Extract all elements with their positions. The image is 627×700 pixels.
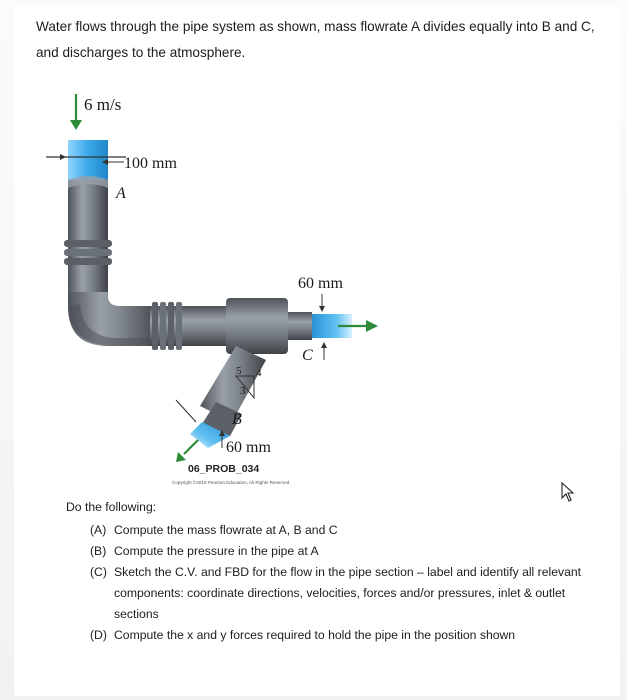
- task-text: Sketch the C.V. and FBD for the flow in …: [114, 565, 582, 621]
- task-marker: (B): [90, 544, 107, 558]
- figure-copyright: Copyright ©2018 Pearson Education, All R…: [172, 479, 291, 485]
- outlet-b-branch: [190, 346, 266, 448]
- point-a-label: A: [115, 185, 126, 202]
- diameter-b-arrow: [219, 430, 225, 448]
- task-list: (A) Compute the mass flowrate at A, B an…: [66, 520, 606, 646]
- task-text: Compute the mass flowrate at A, B and C: [114, 523, 338, 537]
- inlet-velocity-arrow: [70, 94, 82, 130]
- horizontal-coupling: [152, 302, 182, 350]
- inlet-velocity-label: 6 m/s: [84, 95, 121, 114]
- diameter-c-label: 60 mm: [298, 275, 343, 292]
- task-marker: (D): [90, 628, 107, 642]
- diameter-b-label: 60 mm: [226, 439, 271, 456]
- task-item-b: (B) Compute the pressure in the pipe at …: [66, 541, 606, 562]
- point-b-label: B: [232, 411, 242, 428]
- pipe-system-figure: 6 m/s 100 mm A 60 mm C: [46, 94, 378, 485]
- slope-5-label: 5: [236, 365, 242, 377]
- pipe-coupling: [64, 240, 112, 265]
- section-b-line: [175, 399, 197, 423]
- task-marker: (A): [90, 523, 107, 537]
- slope-4-label: 4: [256, 367, 262, 379]
- task-text: Compute the x and y forces required to h…: [114, 628, 516, 642]
- task-item-a: (A) Compute the mass flowrate at A, B an…: [66, 520, 606, 541]
- slope-3-label: 3: [240, 385, 246, 397]
- outlet-c-arrow: [338, 320, 378, 332]
- problem-statement: Water flows through the pipe system as s…: [36, 19, 595, 60]
- task-marker: (C): [90, 565, 107, 579]
- mouse-cursor-icon: [561, 482, 575, 502]
- section-c-arrow: [321, 342, 327, 360]
- tee-fitting: [226, 298, 288, 354]
- task-heading: Do the following:: [66, 500, 157, 514]
- task-text: Compute the pressure in the pipe at A: [114, 544, 319, 558]
- outlet-c-pipe: [288, 312, 312, 340]
- task-item-c: (C) Sketch the C.V. and FBD for the flow…: [66, 562, 606, 625]
- diameter-c-arrow: [319, 294, 325, 312]
- outlet-b-arrow: [176, 439, 199, 462]
- point-c-label: C: [302, 347, 313, 364]
- vertical-pipe: [68, 180, 108, 296]
- task-list-section: Do the following: (A) Compute the mass f…: [66, 496, 606, 646]
- diameter-a-label: 100 mm: [124, 155, 177, 172]
- slope-triangle: [234, 375, 255, 400]
- figure-code: 06_PROB_034: [188, 463, 259, 475]
- task-item-d: (D) Compute the x and y forces required …: [66, 625, 606, 646]
- problem-card: [14, 6, 620, 696]
